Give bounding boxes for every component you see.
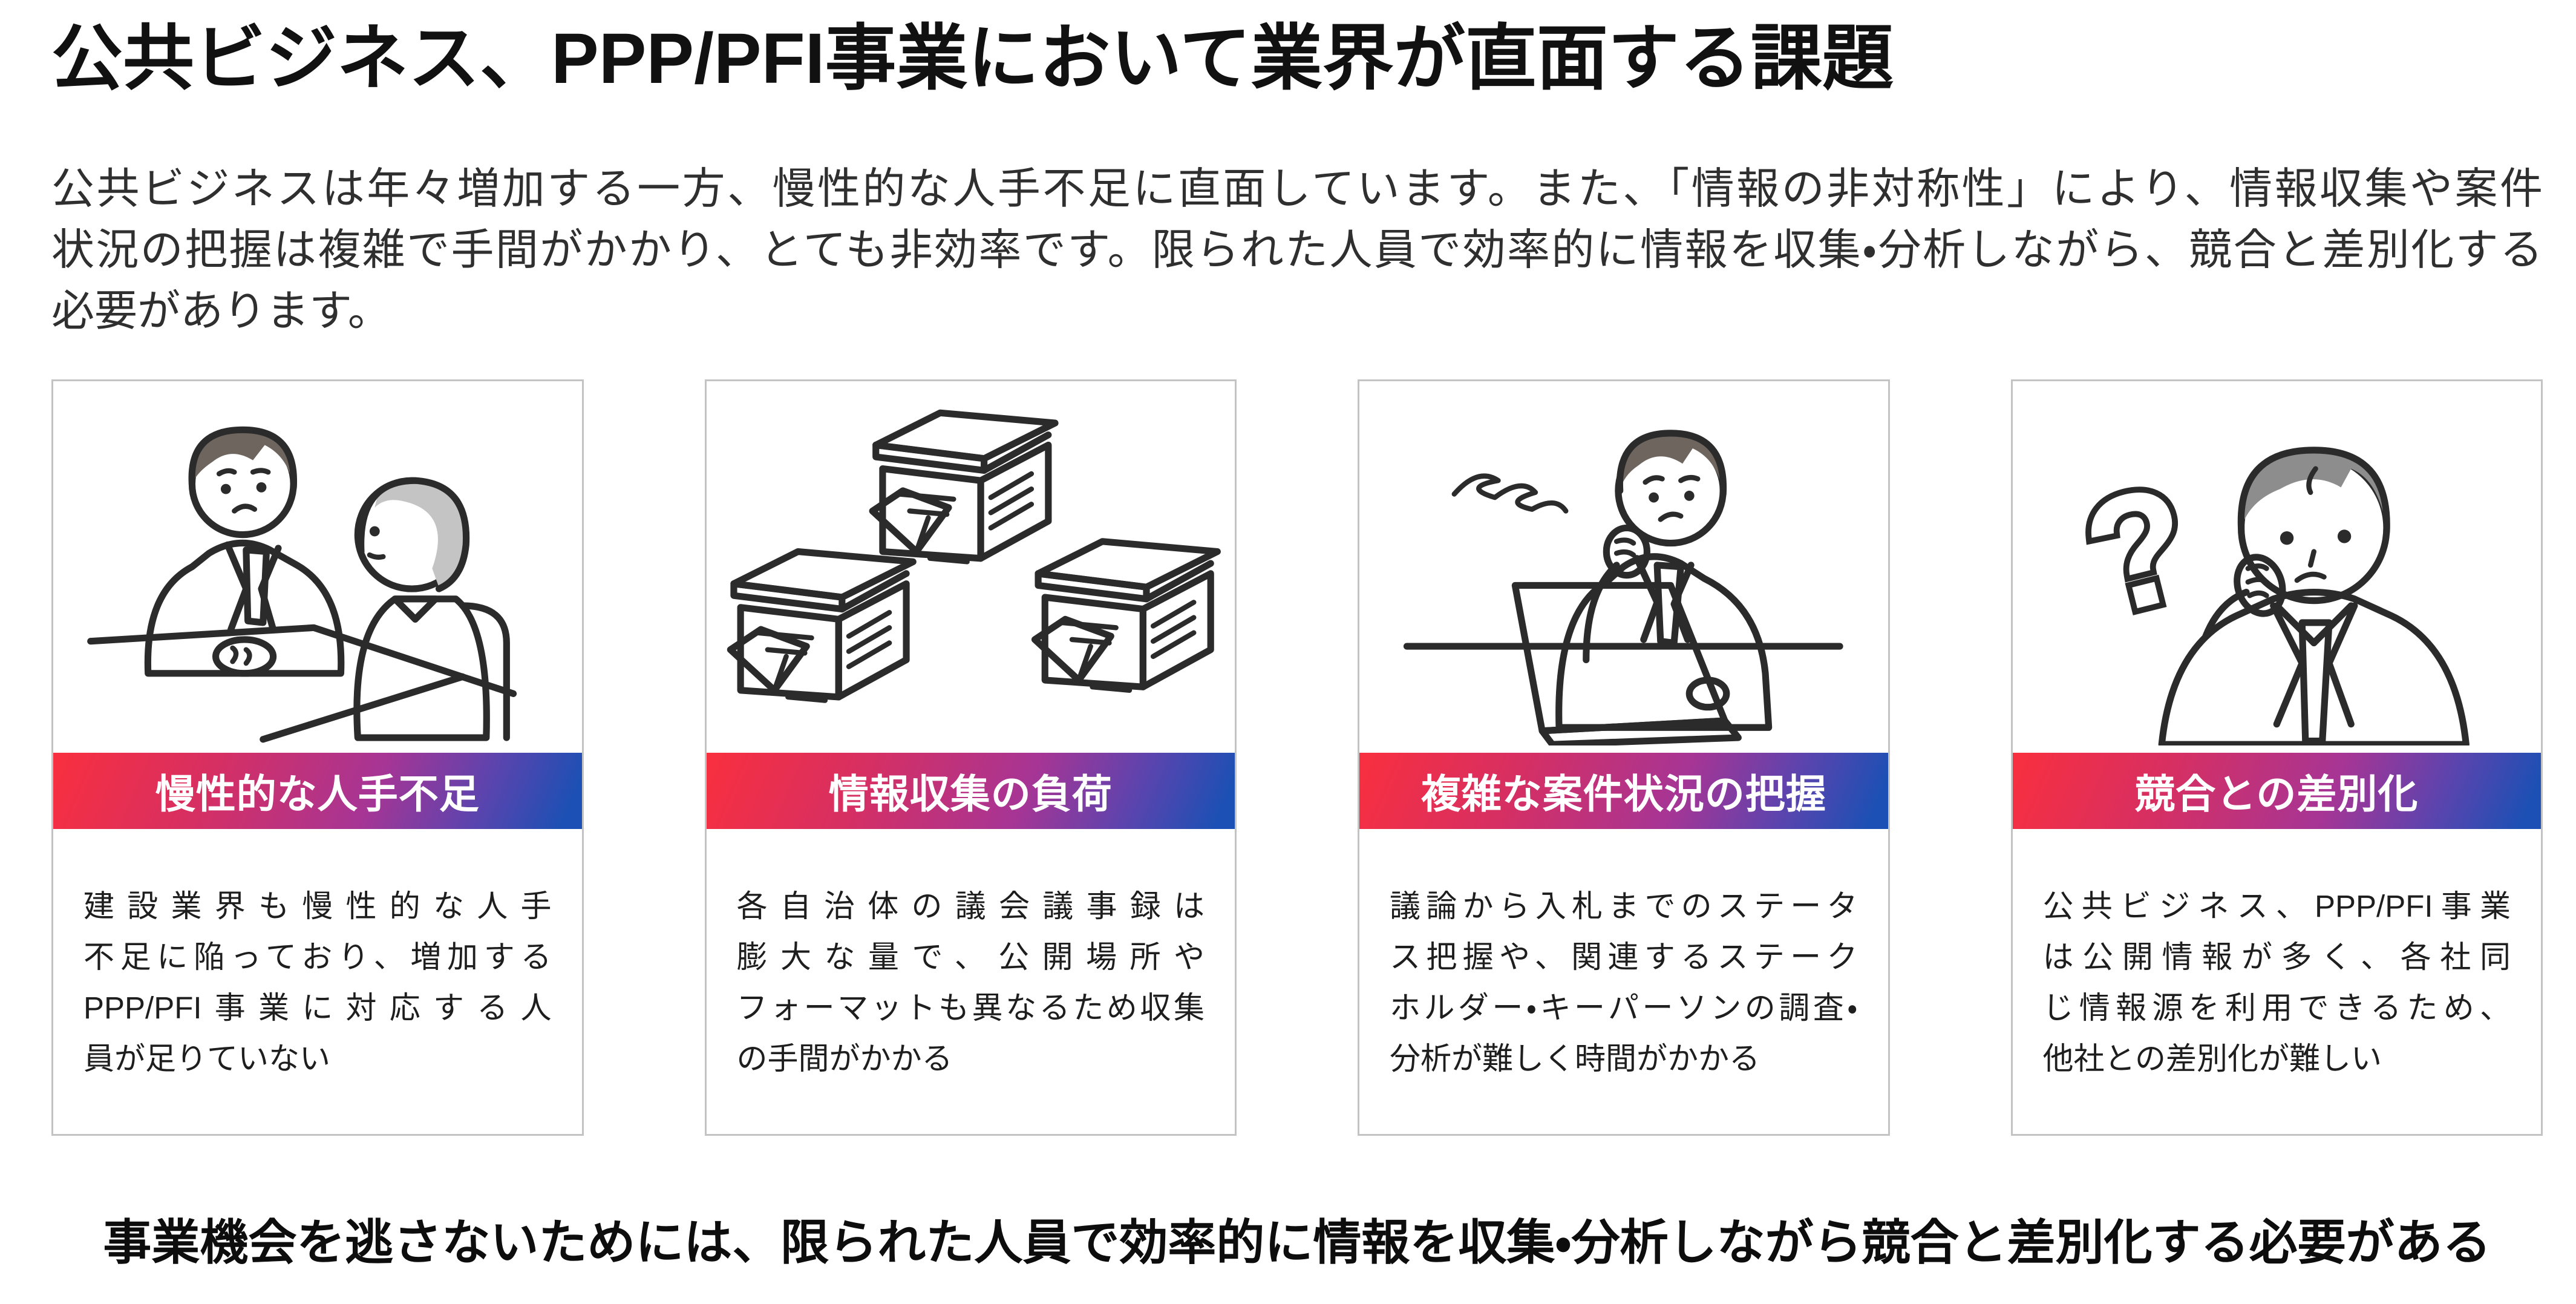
stress-scribble-icon xyxy=(1452,473,1569,514)
card-differentiation: ? 競合との差別化 xyxy=(2010,379,2543,1136)
card-body-line: ス把握や、関連するステーク xyxy=(1390,939,1858,974)
card-body-line: PPP/PFI事業に対応する人 xyxy=(83,990,552,1025)
card-body-text: 建設業界も慢性的な人手 不足に陥っており、増加する PPP/PFI事業に対応する… xyxy=(53,829,582,1134)
stressed-worker-laptop-illustration xyxy=(1404,430,1844,745)
card-body-line: フォーマットも異なるため収集 xyxy=(736,990,1205,1025)
card-body-line: 分析が難しく時間がかかる xyxy=(1390,1041,1760,1076)
intro-paragraph: 公共ビジネスは年々増加する一方、慢性的な人手不足に直面しています。また、「情報の… xyxy=(51,159,2543,342)
card-title-bar: 慢性的な人手不足 xyxy=(53,752,582,829)
two-people-meeting-illustration xyxy=(87,426,517,743)
card-title-bar: 競合との差別化 xyxy=(2012,752,2541,829)
card-labor-shortage: 慢性的な人手不足 建設業界も慢性的な人手 不足に陥っており、増加する PPP/P… xyxy=(51,379,584,1136)
card-illustration: ? xyxy=(2013,381,2542,753)
challenge-cards-row: 慢性的な人手不足 建設業界も慢性的な人手 不足に陥っており、増加する PPP/P… xyxy=(51,379,2543,1136)
card-body-text: 公共ビジネス、PPP/PFI事業 は公開情報が多く、各社同 じ情報源を利用できる… xyxy=(2013,829,2542,1134)
conclusion-text: 事業機会を逃さないためには、限られた人員で効率的に情報を収集・分析しながら競合と… xyxy=(103,1215,2491,1270)
intro-line: 状況の把握は複雑で手間がかかり、とても非効率です。限られた人員で効率的に情報を収… xyxy=(51,226,2543,274)
card-body-line: は公開情報が多く、各社同 xyxy=(2042,939,2511,974)
page-title: 公共ビジネス、PPP/PFI事業において業界が直面する課題 xyxy=(51,19,1894,99)
card-body-line: 議論から入札までのステータ xyxy=(1390,888,1858,923)
card-body-line: 員が足りていない xyxy=(83,1041,331,1076)
card-illustration xyxy=(1359,381,1888,753)
card-title-bar: 複雑な案件状況の把握 xyxy=(1359,752,1888,829)
card-body-line: 建設業界も慢性的な人手 xyxy=(83,888,552,923)
card-body-line: ホルダー・キーパーソンの調査・ xyxy=(1390,990,1858,1025)
thinking-man-question-illustration: ? xyxy=(2062,444,2470,745)
card-body-text: 議論から入札までのステータ ス把握や、関連するステーク ホルダー・キーパーソンの… xyxy=(1359,829,1888,1134)
card-illustration xyxy=(53,381,582,753)
card-body-line: 膨大な量で、公開場所や xyxy=(736,939,1205,974)
card-info-collection: 情報収集の負荷 各自治体の議会議事録は 膨大な量で、公開場所や フォーマットも異… xyxy=(704,379,1237,1136)
card-status-tracking: 複雑な案件状況の把握 議論から入札までのステータ ス把握や、関連するステーク ホ… xyxy=(1358,379,1890,1136)
card-body-text: 各自治体の議会議事録は 膨大な量で、公開場所や フォーマットも異なるため収集 の… xyxy=(707,829,1235,1134)
card-body-line: の手間がかかる xyxy=(736,1041,953,1076)
laptop-icon xyxy=(1512,582,1729,735)
card-body-line: 各自治体の議会議事録は xyxy=(736,888,1205,923)
question-mark-icon: ? xyxy=(2068,450,2208,650)
card-body-line: 不足に陥っており、増加する xyxy=(83,939,552,974)
intro-line: 必要があります。 xyxy=(51,287,391,335)
card-body-line: 他社との差別化が難しい xyxy=(2042,1041,2382,1076)
card-title-bar: 情報収集の負荷 xyxy=(706,752,1235,829)
card-body-line: 公共ビジネス、PPP/PFI事業 xyxy=(2042,888,2511,923)
card-body-line: じ情報源を利用できるため、 xyxy=(2042,990,2511,1025)
intro-line: 公共ビジネスは年々増加する一方、慢性的な人手不足に直面しています。また、「情報の… xyxy=(51,165,2543,213)
document-stacks-illustration xyxy=(717,388,1224,745)
card-illustration xyxy=(707,381,1235,753)
